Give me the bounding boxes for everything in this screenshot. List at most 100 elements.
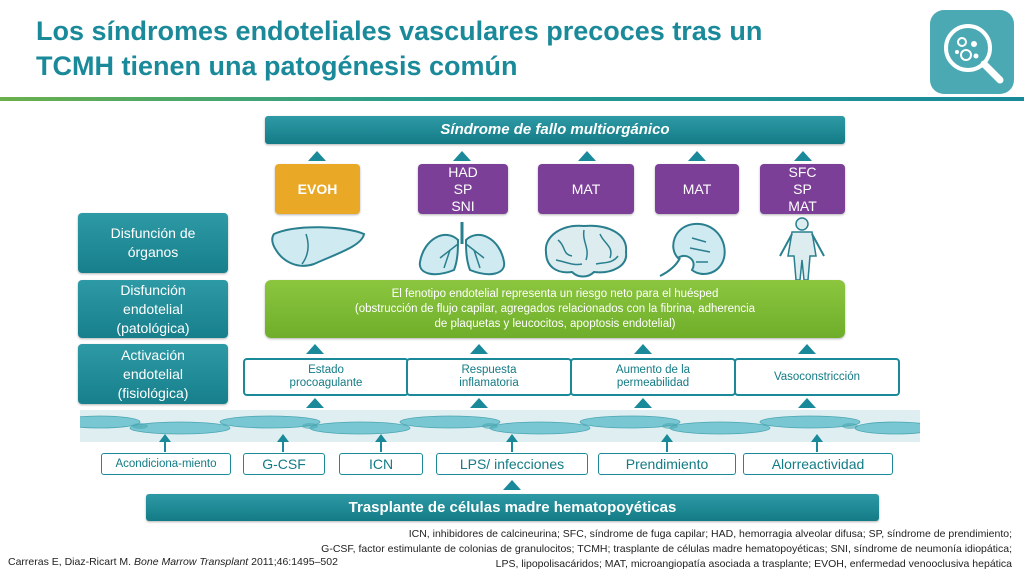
cause-alloreactivity: Alorreactividad bbox=[743, 453, 893, 475]
mechanism-vasoconstriction: Vasoconstricción bbox=[734, 358, 900, 396]
cause-conditioning: Acondiciona-miento bbox=[101, 453, 231, 475]
microscope-magnifier-icon bbox=[930, 10, 1014, 94]
arrow-up-icon bbox=[506, 434, 518, 442]
citation: Carreras E, Diaz-Ricart M. Bone Marrow T… bbox=[8, 556, 338, 568]
citation-authors: Carreras E, Diaz-Ricart M. bbox=[8, 556, 135, 568]
label-line: Disfunción de bbox=[110, 225, 196, 241]
mechanism-line: permeabilidad bbox=[616, 377, 690, 389]
mechanism-line: Aumento de la bbox=[615, 364, 691, 376]
label-line: (fisiológica) bbox=[117, 384, 189, 401]
cause-lps-infections: LPS/ infecciones bbox=[436, 453, 588, 475]
arrow-up-icon bbox=[306, 398, 324, 408]
arrow-up-icon bbox=[578, 151, 596, 161]
arrow-up-icon bbox=[159, 434, 171, 442]
syndrome-box-body: SFC SP MAT bbox=[760, 164, 845, 214]
arrow-up-icon bbox=[503, 480, 521, 490]
syndrome-label: MAT bbox=[788, 197, 817, 214]
arrow-stem bbox=[380, 440, 382, 452]
hsct-bar: Trasplante de células madre hematopoyéti… bbox=[146, 494, 879, 521]
arrow-up-icon bbox=[306, 344, 324, 354]
syndrome-box-evoh: EVOH bbox=[275, 164, 360, 214]
cause-label: G-CSF bbox=[262, 456, 306, 472]
arrow-up-icon bbox=[798, 344, 816, 354]
liver-icon bbox=[271, 226, 366, 267]
syndrome-box-lungs: HAD SP SNI bbox=[418, 164, 508, 214]
cause-engraftment: Prendimiento bbox=[598, 453, 736, 475]
cause-gcsf: G-CSF bbox=[243, 453, 325, 475]
mechanism-line: Vasoconstricción bbox=[773, 370, 861, 383]
title-line-1: Los síndromes endoteliales vasculares pr… bbox=[36, 16, 763, 46]
mechanism-line: procoagulante bbox=[289, 377, 363, 389]
organ-dysfunction-label: Disfunción de órganos bbox=[78, 213, 228, 273]
arrow-up-icon bbox=[794, 151, 812, 161]
syndrome-box-kidney: MAT bbox=[655, 164, 739, 214]
syndrome-box-brain: MAT bbox=[538, 164, 634, 214]
arrow-stem bbox=[816, 440, 818, 452]
arrow-up-icon bbox=[634, 398, 652, 408]
phenotype-line: El fenotipo endotelial representa un rie… bbox=[391, 287, 719, 300]
arrow-up-icon bbox=[798, 398, 816, 408]
arrow-stem bbox=[511, 440, 513, 452]
mechanism-line: inflamatoria bbox=[459, 377, 519, 389]
label-line: Activación bbox=[121, 346, 185, 363]
cause-label: Prendimiento bbox=[625, 456, 709, 472]
title-divider bbox=[0, 97, 1024, 101]
arrow-up-icon bbox=[453, 151, 471, 161]
label-line: Disfunción bbox=[120, 281, 186, 298]
arrow-up-icon bbox=[661, 434, 673, 442]
syndrome-label: SFC bbox=[788, 163, 817, 180]
syndrome-label: HAD bbox=[448, 163, 478, 180]
kidney-icon bbox=[659, 222, 726, 277]
label-line: endotelial bbox=[123, 365, 183, 382]
arrow-up-icon bbox=[470, 344, 488, 354]
arrow-stem bbox=[666, 440, 668, 452]
multiorgan-failure-label: Síndrome de fallo multiorgánico bbox=[440, 121, 670, 138]
phenotype-line: de plaquetas y leucocitos, apoptosis end… bbox=[434, 317, 676, 330]
brain-icon bbox=[544, 224, 628, 278]
label-line: endotelial bbox=[123, 300, 183, 317]
syndrome-label: MAT bbox=[571, 180, 601, 197]
arrow-stem bbox=[282, 440, 284, 452]
abbreviations-footnote: ICN, inhibidores de calcineurina; SFC, s… bbox=[252, 527, 1012, 572]
mechanism-line: Estado bbox=[308, 364, 344, 376]
mechanism-line: Respuesta bbox=[461, 364, 517, 376]
endothelial-dysfunction-label: Disfunción endotelial (patológica) bbox=[78, 280, 228, 338]
cause-label: Alorreactividad bbox=[771, 456, 865, 472]
cause-label: LPS/ infecciones bbox=[459, 456, 565, 472]
mechanism-procoagulant: Estado procoagulante bbox=[243, 358, 409, 396]
arrow-up-icon bbox=[470, 398, 488, 408]
endothelium-band bbox=[80, 410, 920, 442]
arrow-up-icon bbox=[375, 434, 387, 442]
hsct-label: Trasplante de células madre hematopoyéti… bbox=[348, 499, 677, 516]
body-icon bbox=[779, 217, 825, 281]
arrow-up-icon bbox=[308, 151, 326, 161]
syndrome-label: SP bbox=[793, 180, 812, 197]
cause-icn: ICN bbox=[339, 453, 423, 475]
label-line: órganos bbox=[127, 244, 179, 260]
mechanism-permeability: Aumento de la permeabilidad bbox=[570, 358, 736, 396]
phenotype-line: (obstrucción de flujo capilar, agregados… bbox=[354, 302, 756, 315]
arrow-stem bbox=[164, 440, 166, 452]
endothelial-activation-label: Activación endotelial (fisiológica) bbox=[78, 344, 228, 404]
citation-details: 2011;46:1495–502 bbox=[248, 556, 338, 568]
syndrome-label: SNI bbox=[451, 197, 475, 214]
lungs-icon bbox=[418, 222, 506, 276]
arrow-up-icon bbox=[277, 434, 289, 442]
syndrome-label: EVOH bbox=[297, 180, 338, 197]
arrow-up-icon bbox=[811, 434, 823, 442]
footnote-line: G-CSF, factor estimulante de colonias de… bbox=[321, 543, 1012, 555]
arrow-up-icon bbox=[634, 344, 652, 354]
page-title: Los síndromes endoteliales vasculares pr… bbox=[36, 14, 886, 84]
footnote-line: LPS, lipopolisacáridos; MAT, microangiop… bbox=[495, 558, 1012, 570]
multiorgan-failure-bar: Síndrome de fallo multiorgánico bbox=[265, 116, 845, 144]
mechanism-inflammatory: Respuesta inflamatoria bbox=[406, 358, 572, 396]
cause-label: ICN bbox=[368, 456, 394, 472]
citation-journal: Bone Marrow Transplant bbox=[134, 556, 249, 568]
cause-label: Acondiciona-miento bbox=[115, 458, 217, 470]
label-line: (patológica) bbox=[116, 319, 190, 336]
endothelial-phenotype-box: El fenotipo endotelial representa un rie… bbox=[265, 280, 845, 338]
arrow-up-icon bbox=[688, 151, 706, 161]
title-line-2: TCMH tienen una patogénesis común bbox=[36, 51, 518, 81]
syndrome-label: MAT bbox=[682, 180, 712, 197]
footnote-line: ICN, inhibidores de calcineurina; SFC, s… bbox=[408, 528, 1012, 540]
